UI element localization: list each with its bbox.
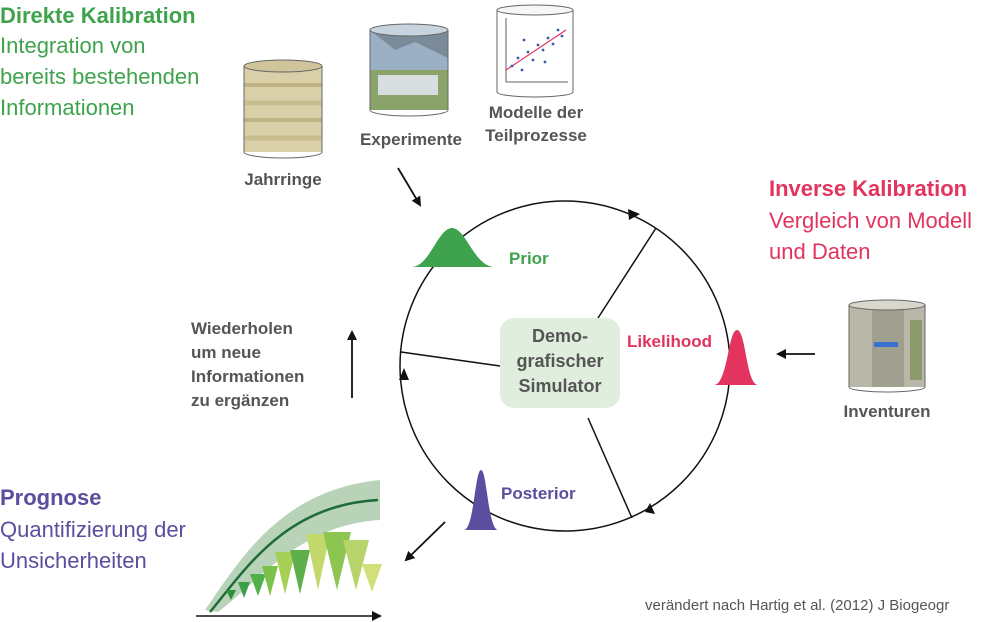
experimente-arrow [397,167,422,207]
repeat-line-1: Wiederholen [191,319,293,338]
simulator-line-1: Demo- [531,326,588,346]
divider-line [597,227,657,319]
direct-line-1: Integration von [0,33,146,58]
experimente-label: Experimente [359,130,463,149]
prior-label: Prior [509,249,549,268]
jahrringe-label: Jahrringe [244,170,322,189]
prognose-title: Prognose [0,485,102,510]
jahrringe-cylinder-image [243,59,323,159]
citation: verändert nach Hartig et al. (2012) J Bi… [645,597,950,614]
inverse-line-1: Vergleich von Modell [769,208,973,233]
divider-line [587,417,633,519]
modelle-cylinder-image [496,4,574,98]
prognose-forest-chart [196,480,382,621]
experimente-cylinder-image [369,23,449,117]
simulator-line-3: Simulator [518,376,602,396]
modelle-label-line2: Teilprozesse [485,126,587,145]
likelihood-label: Likelihood [627,332,712,351]
divider-line [400,351,501,367]
simulator-line-2: grafischer [516,351,604,371]
simulator-box [500,318,620,408]
inventuren-label: Inventuren [843,402,931,421]
modelle-label-line1: Modelle der [488,103,584,122]
likelihood-distribution [714,330,758,385]
posterior-label: Posterior [501,484,576,503]
repeat-line-3: Informationen [191,367,305,386]
cycle-arrowhead [645,503,655,514]
prior-distribution [412,228,494,267]
direct-line-3: Informationen [0,95,135,120]
cycle-arrowhead [399,368,409,380]
prognose-line-1: Quantifizierung der [0,517,186,542]
inventuren-cylinder-image [848,299,926,393]
posterior-distribution [464,470,498,530]
repeat-line-2: um neue [191,343,261,362]
tree-icon [226,532,382,600]
direct-line-2: bereits bestehenden [0,64,200,89]
cycle-arrowhead [628,209,640,220]
inverse-line-2: und Daten [769,239,871,264]
prognose-arrow [404,521,446,562]
inverse-calibration-title: Inverse Kalibration [769,176,968,201]
prognose-line-2: Unsicherheiten [0,548,147,573]
repeat-line-4: zu ergänzen [191,391,290,410]
direct-calibration-title: Direkte Kalibration [0,3,196,28]
